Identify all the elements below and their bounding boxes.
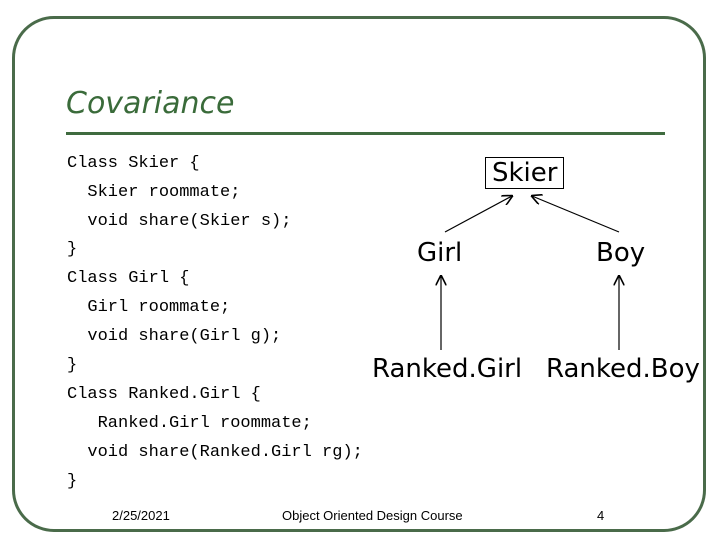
node-girl: Girl: [417, 238, 463, 268]
footer-course: Object Oriented Design Course: [282, 508, 463, 523]
node-skier: Skier: [485, 157, 565, 189]
title-divider: [66, 132, 665, 135]
code-line: }: [67, 472, 78, 491]
code-line: }: [67, 240, 78, 259]
footer-date: 2/25/2021: [112, 508, 170, 523]
code-line: }: [67, 356, 78, 375]
code-line: void share(Girl g);: [67, 327, 282, 346]
footer-page-number: 4: [597, 508, 605, 523]
code-line: void share(Skier s);: [67, 212, 292, 231]
node-ranked-boy: Ranked.Boy: [546, 354, 700, 384]
code-line: Class Girl {: [67, 269, 190, 288]
boy-to-skier-arrow: [532, 196, 620, 233]
code-line: Girl roommate;: [67, 298, 231, 317]
slide-frame: [12, 16, 706, 532]
node-boy: Boy: [596, 238, 646, 268]
girl-to-skier-arrow: [444, 196, 512, 233]
code-line: void share(Ranked.Girl rg);: [67, 443, 363, 462]
slide-title: Covariance: [66, 86, 235, 121]
code-line: Ranked.Girl roommate;: [67, 414, 312, 433]
node-ranked-girl: Ranked.Girl: [372, 354, 523, 384]
code-line: Skier roommate;: [67, 183, 241, 202]
code-line: Class Ranked.Girl {: [67, 385, 261, 404]
code-line: Class Skier {: [67, 154, 200, 173]
